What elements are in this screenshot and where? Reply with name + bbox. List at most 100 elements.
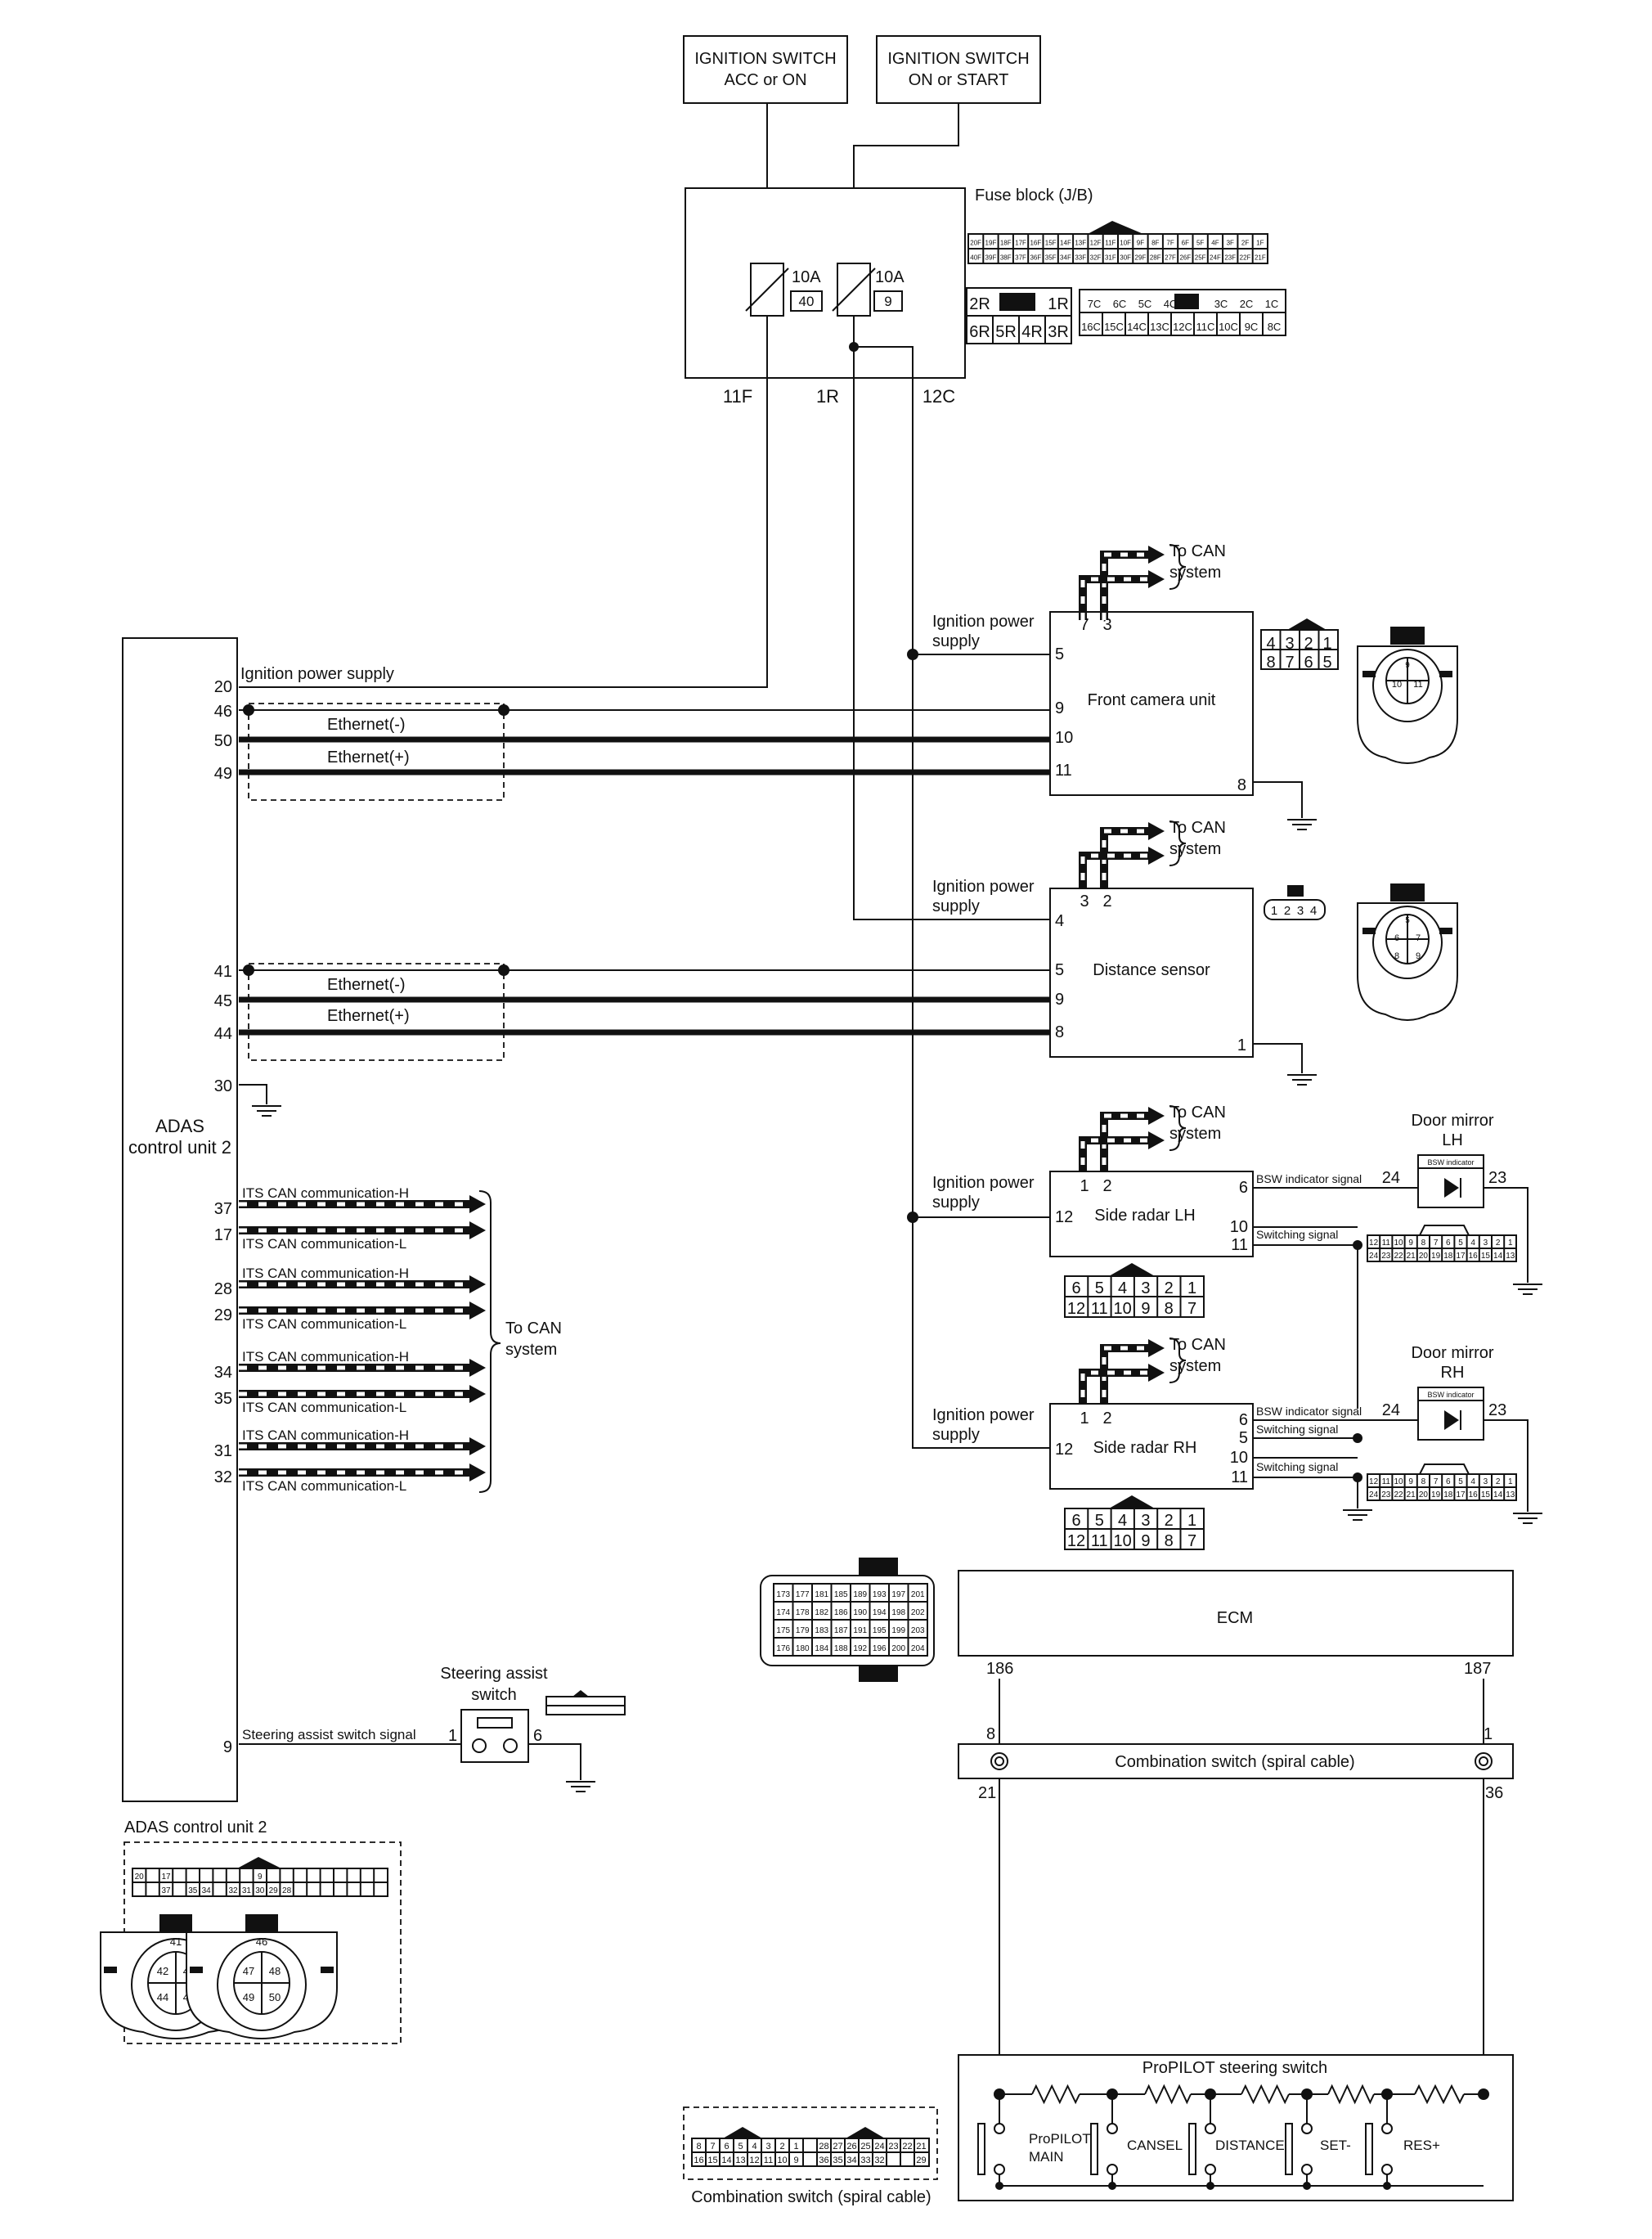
ecm-conn-cell: 173: [776, 1590, 790, 1599]
fc-can-bus-dash: [1080, 577, 1148, 620]
propilot-node: [1108, 2182, 1116, 2190]
propilot-main-2: MAIN: [1029, 2149, 1064, 2165]
ecm-conn-cell: 174: [776, 1608, 790, 1617]
mrh-conn-row1-cell: 4: [1470, 1477, 1475, 1486]
adas-pin-label: 45: [214, 992, 232, 1010]
ds-round-pin: 6: [1394, 933, 1399, 943]
ds-pin: 9: [1055, 991, 1064, 1009]
combo-conn-label: Combination switch (spiral cable): [691, 2188, 931, 2206]
combo-conn-row2-cell: 11: [764, 2156, 773, 2165]
srlh-conn-cell: 7: [1187, 1300, 1196, 1318]
ecm-conn-cell: 182: [815, 1608, 828, 1617]
srrh-ign-line1: Ignition power: [932, 1406, 1035, 1424]
mlh-conn-row1-cell: 5: [1458, 1239, 1463, 1248]
fuse-right-number: 9: [884, 294, 891, 309]
combo-conn-row2-cell: 33: [860, 2156, 870, 2165]
mlh-conn-row2-cell: 24: [1369, 1252, 1379, 1261]
adas-conn-label: ADAS control unit 2: [124, 1819, 267, 1837]
ecm-conn-cell: 180: [796, 1644, 810, 1653]
mirror-rh-p24: 24: [1382, 1401, 1400, 1419]
combo-conn-row1-cell: 24: [874, 2142, 884, 2151]
ecm-conn-cell: 188: [834, 1644, 848, 1653]
fuse-f-row1-cell: 10F: [1120, 240, 1131, 247]
fc-conn-cell: 5: [1322, 654, 1331, 672]
fuse-f-row2-cell: 39F: [985, 254, 997, 262]
srrh-conn-cell: 10: [1113, 1532, 1131, 1550]
combo-p36: 36: [1485, 1784, 1503, 1802]
srrh-ign-line2: supply: [932, 1426, 980, 1444]
srlh-conn-cell: 10: [1113, 1300, 1131, 1318]
ignition-acc-line2: ACC or ON: [724, 71, 806, 89]
switch-contact: [1107, 2164, 1118, 2175]
fc-conn-cell: 2: [1304, 635, 1313, 653]
can-arrowhead: [469, 1302, 486, 1320]
can-arrowhead: [469, 1195, 486, 1213]
switch-contact: [1301, 2123, 1313, 2134]
mlh-conn-row1-cell: 9: [1408, 1239, 1413, 1248]
wire-11f-to-adas: [239, 316, 768, 688]
fuse-f-row2-cell: 28F: [1150, 254, 1161, 262]
ds-pin: 1: [1237, 1036, 1246, 1054]
fc-conn-cell: 7: [1285, 654, 1294, 672]
eth-minus-1: Ethernet(-): [327, 716, 406, 734]
switch-contact: [994, 2123, 1005, 2134]
propilot-main-1: ProPILOT: [1029, 2131, 1091, 2147]
fuse-out-11f: 11F: [723, 386, 752, 407]
switch-contact: [994, 2164, 1005, 2175]
ecm-conn-cell: 204: [911, 1644, 925, 1653]
fuse-f-row1-cell: 1F: [1256, 240, 1264, 247]
srrh-conn-cell: 9: [1141, 1532, 1150, 1550]
fuse-f-row1-cell: 6F: [1182, 240, 1189, 247]
steer-pin-6: 6: [533, 1727, 542, 1745]
mrh-conn-row1-cell: 1: [1508, 1477, 1513, 1486]
mirror-rh-ground-icon: [1513, 1513, 1542, 1524]
srrh-conn-cell: 4: [1118, 1512, 1127, 1530]
adas-conn-row2-cell: 31: [242, 1886, 252, 1895]
ignition-switch-on-box: IGNITION SWITCH ON or START: [876, 35, 1041, 104]
mirror-rh-p23: 23: [1488, 1401, 1506, 1419]
srlh-can-arrowhead: [1148, 1107, 1165, 1125]
fuse-f-row2-cell: 37F: [1015, 254, 1026, 262]
steer-pin-1: 1: [448, 1727, 457, 1745]
mlh-conn-row1-cell: 7: [1434, 1239, 1439, 1248]
fuse-f-row2-cell: 35F: [1045, 254, 1057, 262]
srrh-can-arrowhead: [1148, 1364, 1165, 1382]
front_camera-to-can-1: To CAN: [1169, 542, 1226, 560]
srrh-can-bus-dash: [1102, 1346, 1148, 1414]
fuse-c-cell: 6C: [1113, 298, 1127, 310]
ds-can-arrowhead: [1148, 847, 1165, 865]
adas-pin-label: 37: [214, 1200, 232, 1218]
ds-conn-cell: 2: [1284, 904, 1291, 918]
ethernet-distance-sensor: Ethernet(-) Ethernet(+): [239, 963, 1050, 1061]
srlh-conn-cell: 4: [1118, 1279, 1127, 1297]
adas-conn-row2-cell: 28: [282, 1886, 292, 1895]
combo-conn-row1-cell: 6: [724, 2142, 729, 2151]
fuse-f-row1-cell: 14F: [1060, 240, 1071, 247]
fuse-f-row1-cell: 15F: [1045, 240, 1057, 247]
ds-can-bus-dash: [1080, 853, 1148, 897]
resistor-icon: [1144, 2084, 1192, 2105]
ethernet-front-camera: Ethernet(-) Ethernet(+): [239, 703, 1050, 801]
fuse-f-row2-cell: 29F: [1135, 254, 1147, 262]
ds-pin: 4: [1055, 912, 1064, 930]
fc-ign-line1: Ignition power: [932, 613, 1035, 631]
can-line-label: ITS CAN communication-H: [242, 1185, 409, 1201]
adas-round-2-key: [245, 1914, 278, 1932]
fuse-f-row1-cell: 16F: [1030, 240, 1041, 247]
switch-actuator: [1285, 2123, 1293, 2175]
fuse-f-row2-cell: 34F: [1060, 254, 1071, 262]
srrh-pin: 10: [1230, 1449, 1248, 1467]
combo-conn-row1-cell: 22: [902, 2142, 912, 2151]
fuse-block: Fuse block (J/B) 10A 40 10A 9 11F 1R 12C: [685, 187, 1093, 407]
ds-round-pin: 9: [1416, 951, 1421, 961]
mlh-conn-row2-cell: 22: [1394, 1252, 1403, 1261]
steer-switch-line2: switch: [471, 1686, 517, 1704]
ecm-conn-cell: 203: [911, 1626, 925, 1635]
side_radar_rh-to-can-2: system: [1169, 1357, 1221, 1375]
ignition-switch-acc-box: IGNITION SWITCH ACC or ON: [683, 35, 848, 104]
mlh-conn-row2-cell: 20: [1419, 1252, 1429, 1261]
